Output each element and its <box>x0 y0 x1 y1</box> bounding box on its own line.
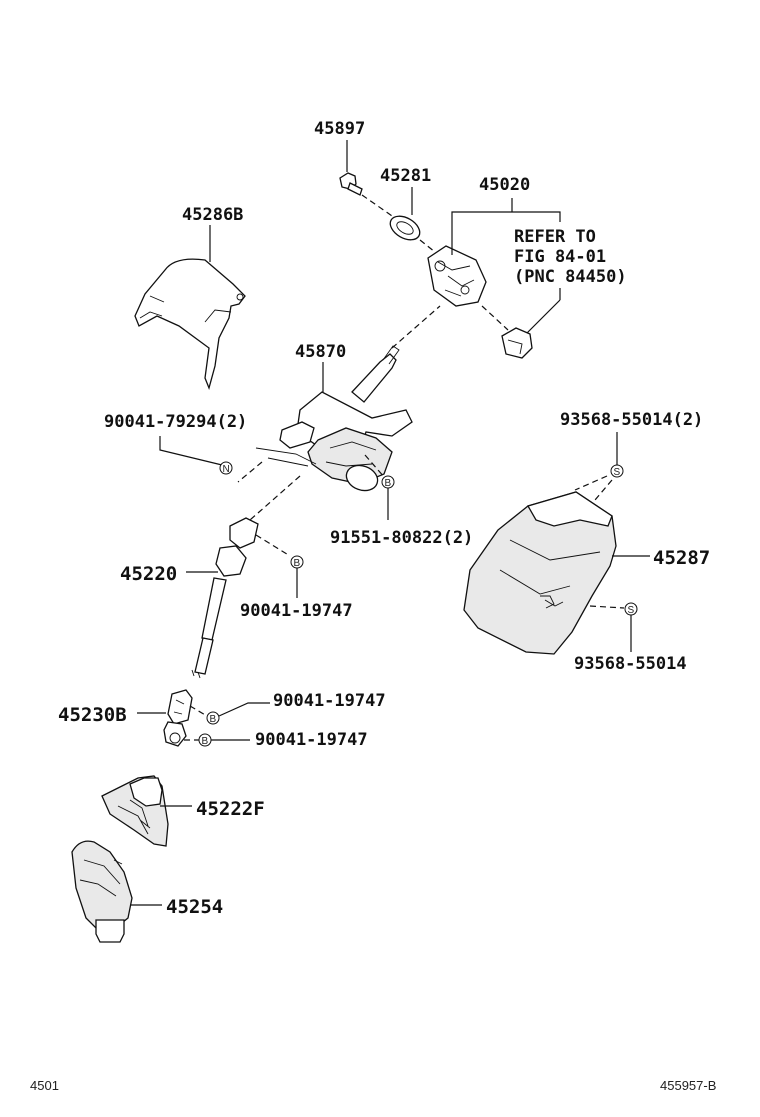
refer-line-1: REFER TO <box>514 227 596 247</box>
label-93568-55014: 93568-55014 <box>574 654 687 674</box>
footer-right-code: 455957-B <box>660 1078 716 1093</box>
label-90041-79294: 90041-79294(2) <box>104 412 247 432</box>
n-symbol-label: N <box>223 464 230 475</box>
label-45254: 45254 <box>166 896 223 918</box>
part-45287-drawing <box>463 491 617 655</box>
label-90041-19747-a: 90041-19747 <box>240 601 353 621</box>
switch-connector-drawing <box>501 327 533 359</box>
label-90041-19747-b: 90041-19747 <box>273 691 386 711</box>
label-45230B: 45230B <box>58 704 127 726</box>
label-91551-80822: 91551-80822(2) <box>330 528 473 548</box>
part-45020-drawing <box>427 245 487 307</box>
part-45281-drawing <box>389 215 421 241</box>
part-45230B-drawing <box>163 689 193 747</box>
b-symbol-label-4: B <box>202 736 209 747</box>
part-45897-drawing <box>339 172 363 196</box>
label-45897: 45897 <box>314 119 365 139</box>
b-symbol-label-1: B <box>385 478 392 489</box>
s-symbol-label-2: S <box>628 605 635 616</box>
n-symbol-icon <box>219 461 233 475</box>
s-symbol-icon <box>610 464 624 478</box>
footer-left-code: 4501 <box>30 1078 59 1093</box>
b-symbol-label-2: B <box>294 558 301 569</box>
label-90041-19747-c: 90041-19747 <box>255 730 368 750</box>
label-93568-55014-2: 93568-55014(2) <box>560 410 703 430</box>
s-symbol-label-1: S <box>614 467 621 478</box>
label-45020: 45020 <box>479 175 530 195</box>
label-45220: 45220 <box>120 563 177 585</box>
refer-line-3: (PNC 84450) <box>514 267 627 287</box>
label-45287: 45287 <box>653 547 710 569</box>
refer-line-2: FIG 84-01 <box>514 247 606 267</box>
label-45281: 45281 <box>380 166 431 186</box>
part-45220-drawing <box>191 517 259 679</box>
label-45286B: 45286B <box>182 205 243 225</box>
b-symbol-label-3: B <box>210 714 217 725</box>
part-45222F-drawing <box>101 775 169 847</box>
part-45254-drawing <box>71 840 133 943</box>
b-symbol-icon-3 <box>206 711 220 725</box>
part-45870-drawing <box>255 345 413 492</box>
part-45286B-drawing <box>134 258 246 391</box>
label-45222F: 45222F <box>196 798 265 820</box>
label-45870: 45870 <box>295 342 346 362</box>
